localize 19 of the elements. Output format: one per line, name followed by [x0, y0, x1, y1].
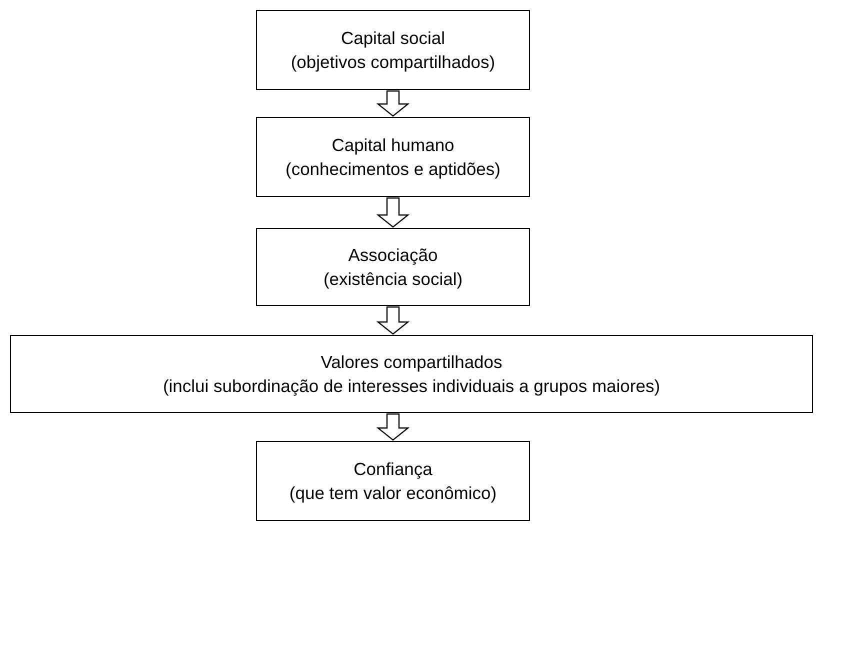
box-title: Confiança: [354, 458, 432, 481]
box-title: Associação: [348, 244, 438, 267]
process-box: [256, 441, 530, 521]
box-subtitle: (inclui subordinação de interesses individuais a grupos maiores): [162, 375, 660, 398]
box-title: Valores compartilhados: [320, 351, 502, 374]
block-arrow: [376, 306, 410, 335]
box-subtitle: (conhecimentos e aptidões): [286, 158, 500, 181]
process-box: [256, 228, 530, 306]
box-title: Capital social: [340, 27, 446, 50]
box-title: Capital humano: [332, 134, 454, 157]
box-subtitle: (objetivos compartilhados): [290, 51, 496, 74]
process-box: [10, 335, 813, 413]
block-arrow: [376, 90, 410, 117]
box-subtitle: (que tem valor econômico): [289, 482, 497, 505]
box-subtitle: (existência social): [323, 268, 463, 291]
block-arrow: [376, 197, 410, 228]
process-box: [256, 117, 530, 197]
block-arrow: [376, 413, 410, 441]
process-box: [256, 10, 530, 90]
